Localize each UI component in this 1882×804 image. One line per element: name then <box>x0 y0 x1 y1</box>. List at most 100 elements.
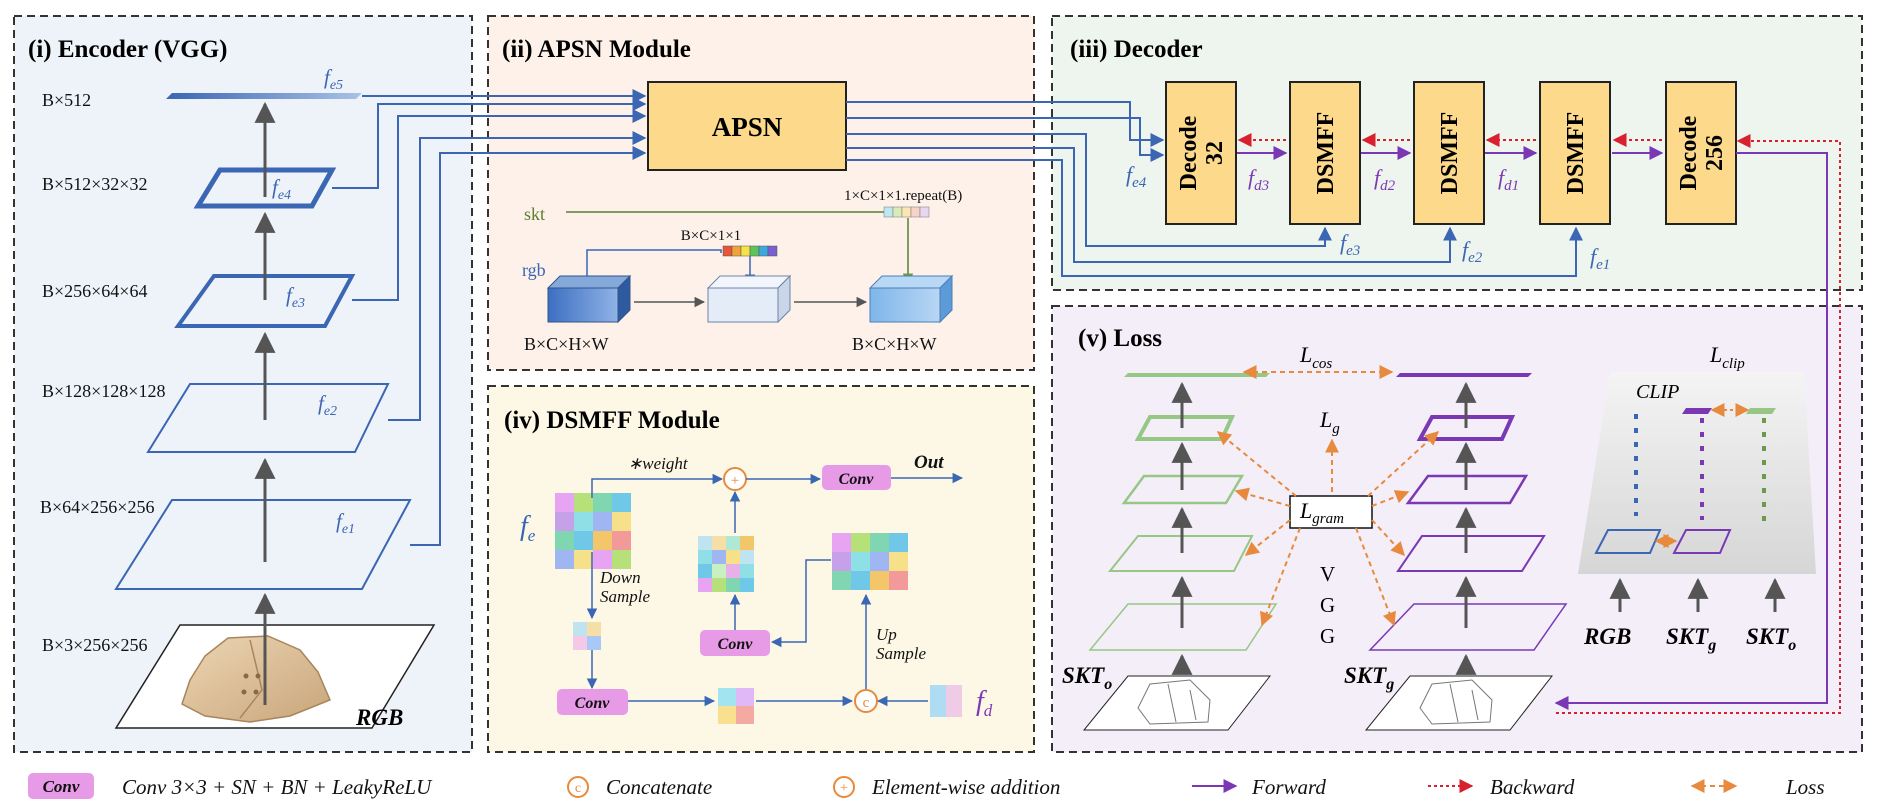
fe-grid <box>555 493 631 569</box>
feature-plane-e2 <box>146 383 390 453</box>
route-e3 <box>352 109 647 301</box>
weight-line <box>591 473 724 498</box>
legend-loss-label: Loss <box>1785 775 1825 799</box>
grid-cell <box>698 536 712 550</box>
grid-cell <box>718 706 736 724</box>
sktg-sketch <box>1419 679 1493 725</box>
fe2-label: fe2 <box>318 391 337 419</box>
skto-sketch <box>1137 679 1211 725</box>
legend: Conv Conv 3×3 + SN + BN + LeakyReLU c Co… <box>28 773 1825 799</box>
conv-badge-mid <box>700 630 770 656</box>
apsn-block-label: APSN <box>712 112 783 142</box>
clip-rgb-label: RGB <box>1583 624 1631 649</box>
grid-cell <box>851 533 870 552</box>
repeat-label: 1×C×1×1.repeat(B) <box>844 188 962 204</box>
grid-cell <box>587 636 601 650</box>
grid-cell <box>740 564 754 578</box>
grid-cell <box>946 701 962 717</box>
mid-cube <box>706 274 792 324</box>
repeat-cell <box>901 206 912 218</box>
decoder-block <box>1413 81 1485 225</box>
conv-badge-bottom-label: Conv <box>575 695 611 712</box>
grid-cell <box>851 552 870 571</box>
grid-cell <box>851 571 870 590</box>
clip-sktg-top <box>1682 408 1712 414</box>
route-to-decode32 <box>846 101 1165 147</box>
grid-cell <box>574 493 593 512</box>
shape-label: B×512 <box>42 90 91 110</box>
loss-backward-line <box>1556 134 1841 714</box>
skt-label: skt <box>524 204 545 224</box>
fe5-label: fe5 <box>324 65 343 93</box>
concat-op-symbol: c <box>863 695 870 711</box>
conv-badge-mid-label: Conv <box>718 636 754 653</box>
skto-plane <box>1088 603 1278 651</box>
dsmff-title: (iv) DSMFF Module <box>504 407 720 434</box>
sktg-stack <box>1364 373 1568 731</box>
lgram-arrows <box>1216 431 1440 627</box>
lgram-label: Lgram <box>1299 498 1344 527</box>
conv-badge-top <box>822 465 891 490</box>
grid-cell <box>593 550 612 569</box>
grid-cell <box>740 536 754 550</box>
grid-cell <box>832 571 851 590</box>
grid-cell <box>612 550 631 569</box>
route-e4 <box>332 97 647 189</box>
clip-label: CLIP <box>1636 381 1679 403</box>
grid-cell <box>612 512 631 531</box>
out-label: Out <box>914 452 944 473</box>
lcos-label: Lcos <box>1299 342 1332 372</box>
grid-cell <box>736 706 754 724</box>
clip-skto-top <box>1746 408 1776 414</box>
grid-cell <box>593 531 612 550</box>
encoder-shapes: B×512 B×512×32×32 B×256×64×64 B×128×128×… <box>40 90 165 655</box>
decoder-fd-labels: fd3 fd2 fd1 <box>1248 165 1519 194</box>
grid-cell <box>555 512 574 531</box>
sktg-plane <box>1396 373 1532 377</box>
sktg-plane <box>1405 474 1529 505</box>
grid-cell <box>712 564 726 578</box>
clip-trapezoid <box>1578 372 1816 574</box>
clip-rgb-plane <box>1594 529 1662 554</box>
decoder-block-label: Decode256 <box>1676 115 1728 190</box>
decoder-output-forward <box>1554 152 1828 710</box>
sktg-sketch-plane <box>1364 675 1554 731</box>
feature-plane-e4 <box>193 167 337 209</box>
grid-cell <box>870 533 889 552</box>
skto-stack <box>1082 373 1278 731</box>
grid-cell <box>593 493 612 512</box>
sktg-label: SKTg <box>1344 663 1394 693</box>
repeat-cell <box>883 206 894 218</box>
grid-cell <box>930 685 946 701</box>
grid-cell <box>555 531 574 550</box>
repeat-cell <box>910 206 921 218</box>
decoder-block <box>1539 81 1611 225</box>
color-vector <box>722 245 778 257</box>
grid-cell <box>726 578 740 592</box>
grid-cell <box>712 536 726 550</box>
fe3-dec-label: fe3 <box>1340 230 1360 259</box>
sktg-plane <box>1368 603 1568 651</box>
grid-cell <box>555 493 574 512</box>
shape-label: B×256×64×64 <box>42 281 147 301</box>
legend-forward-label: Forward <box>1251 775 1326 799</box>
decoder-block-label: DSMFF <box>1563 112 1589 195</box>
grid-cell <box>740 550 754 564</box>
gram-loss-arrow <box>1371 519 1405 557</box>
sktg-plane <box>1396 535 1546 572</box>
grid-cell <box>889 552 908 571</box>
grid-cell <box>832 533 851 552</box>
shape-label: B×512×32×32 <box>42 174 147 194</box>
gram-loss-arrow <box>1371 490 1410 507</box>
grid-cell <box>573 622 587 636</box>
clip-input-labels: RGB SKTg SKTo <box>1583 624 1796 654</box>
route-fe3 <box>846 133 1332 247</box>
in-shape-label: B×C×H×W <box>524 334 608 354</box>
grid-cell <box>587 622 601 636</box>
vec-shape-label: B×C×1×1 <box>681 228 741 244</box>
grid-cell <box>612 493 631 512</box>
clip-sktg-label: SKTg <box>1666 624 1716 654</box>
legend-add-symbol: + <box>840 781 848 796</box>
